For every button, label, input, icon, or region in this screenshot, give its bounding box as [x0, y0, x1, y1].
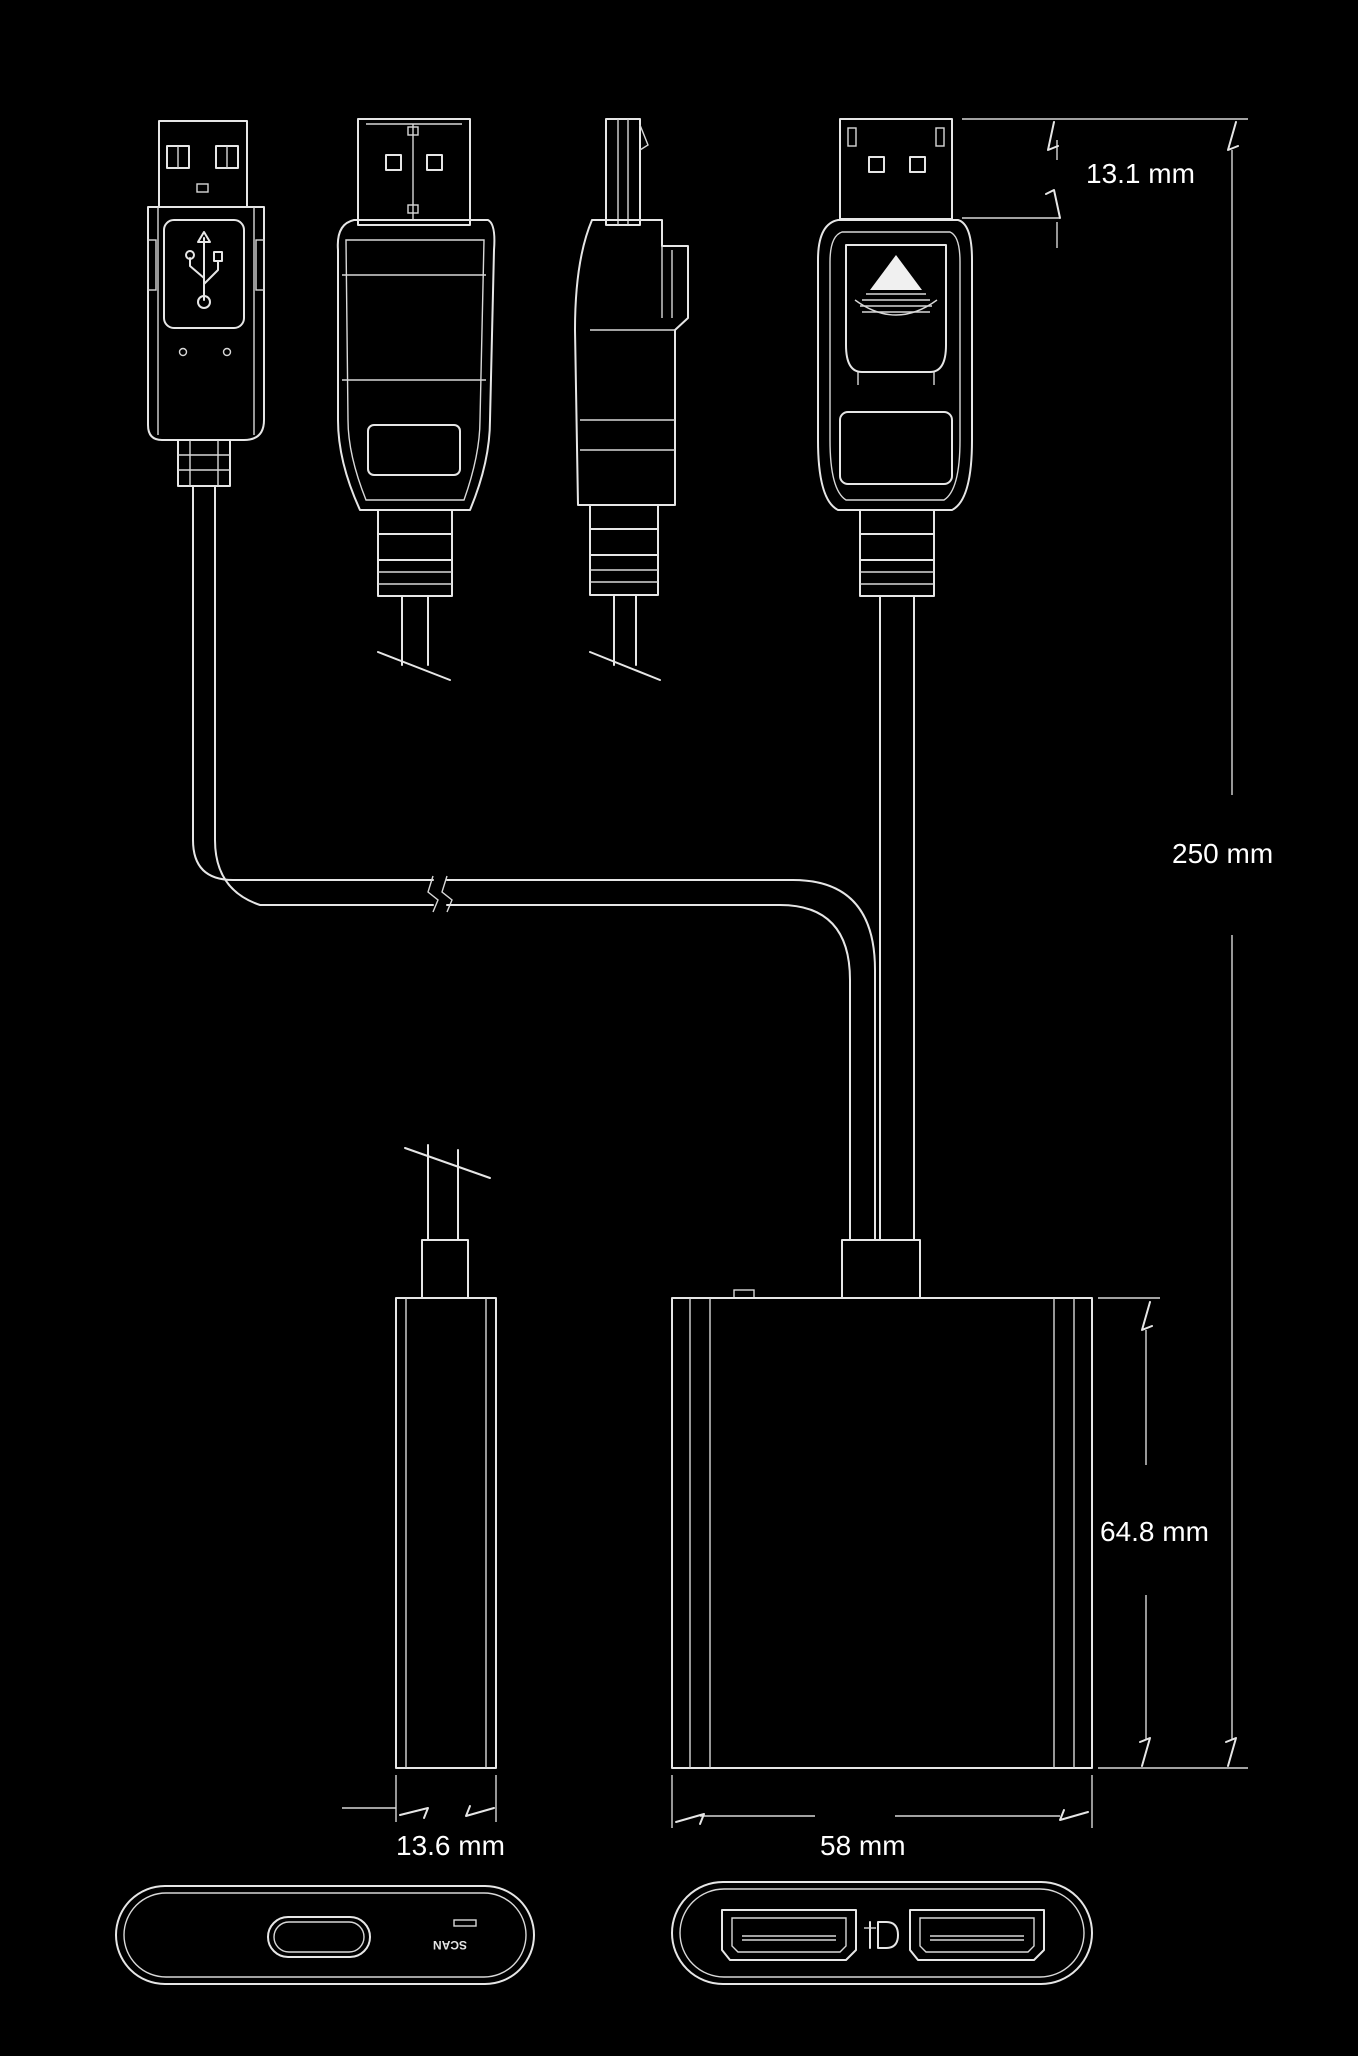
displayport-plug-front — [336, 118, 496, 681]
end-view-side: SCAN — [115, 1885, 535, 1985]
usb-cable — [192, 485, 876, 1241]
adapter-box-front — [671, 1239, 1093, 1769]
dimension-total-length — [1225, 121, 1239, 1767]
label-box-depth: 13.6 mm — [396, 1830, 505, 1861]
label-plug-length: 13.1 mm — [1086, 158, 1195, 189]
dimension-box-width — [671, 1775, 1093, 1828]
label-total-length: 250 mm — [1172, 838, 1273, 869]
adapter-box-side — [395, 1144, 497, 1769]
end-view-front — [671, 1881, 1093, 1985]
dimension-box-depth — [342, 1775, 497, 1822]
displayport-socket-right — [909, 1909, 1045, 1961]
port-marking-label: SCAN — [433, 1938, 467, 1952]
displayport-socket-left — [721, 1909, 857, 1961]
usb-icon — [185, 231, 223, 309]
label-box-height: 64.8 mm — [1100, 1516, 1209, 1547]
displayport-plug-side — [574, 118, 689, 681]
usb-a-plug — [147, 120, 265, 487]
displayport-plug — [817, 118, 973, 1241]
triangle-marker-icon — [854, 255, 938, 316]
displayport-icon — [864, 1921, 899, 1949]
dimension-box-height — [1098, 1297, 1248, 1769]
label-box-width: 58 mm — [820, 1830, 906, 1861]
dimension-plug-length — [962, 118, 1248, 248]
